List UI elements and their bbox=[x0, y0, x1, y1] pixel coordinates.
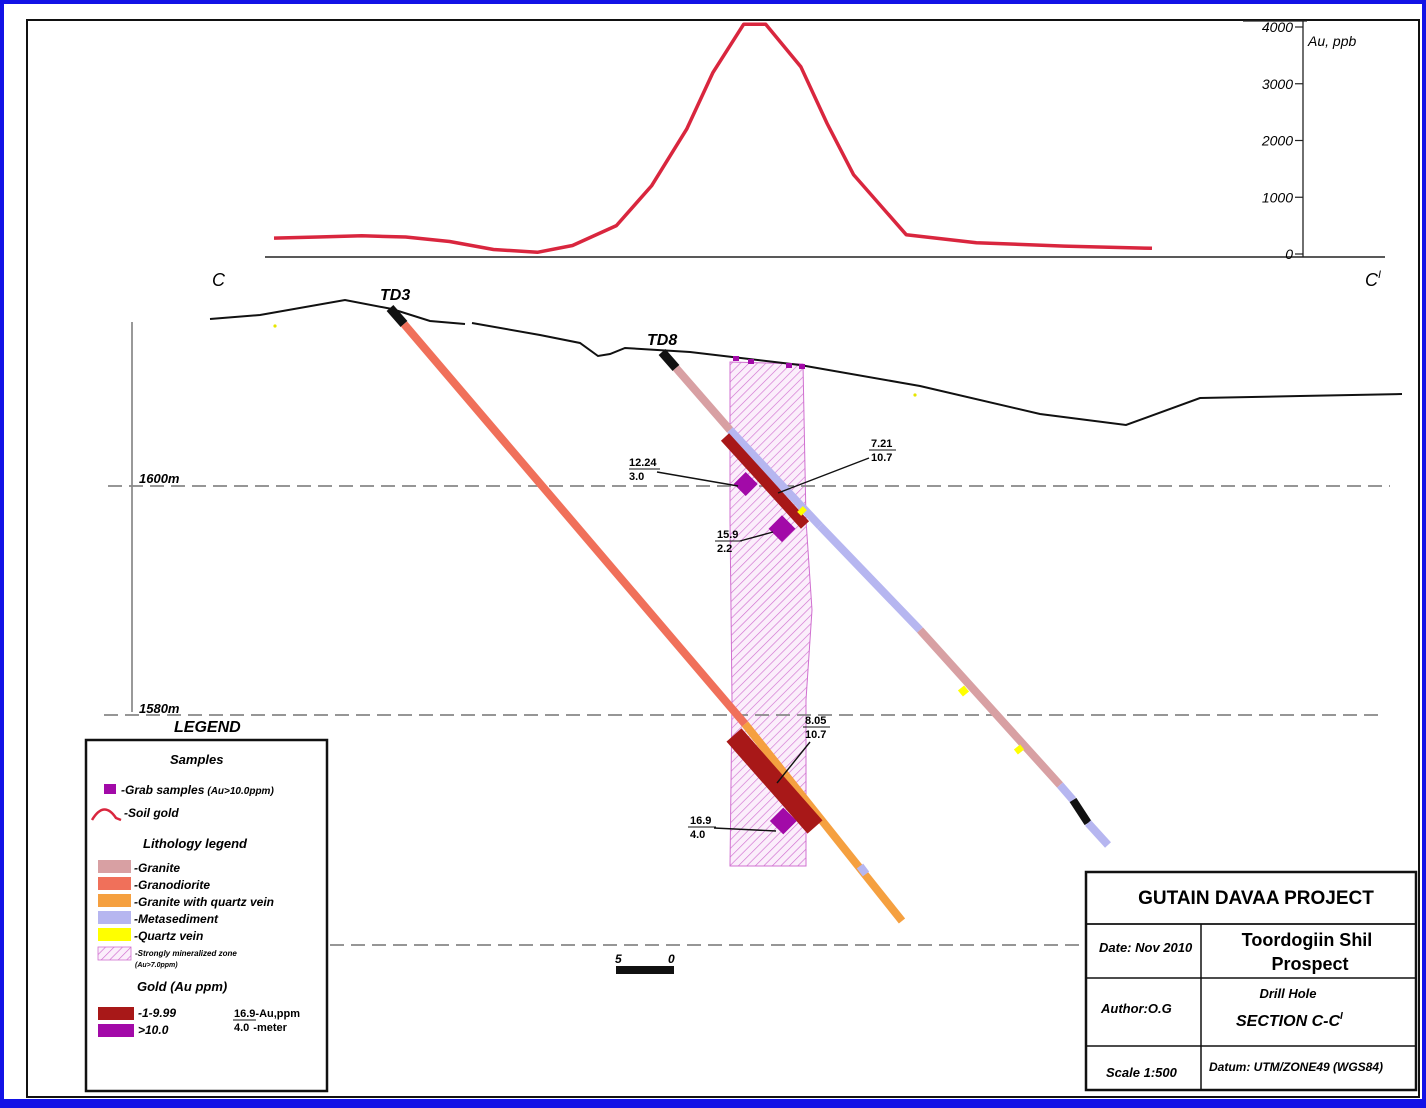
grab-sample-diamond bbox=[733, 471, 758, 497]
drill-hole-td3: TD3 bbox=[380, 287, 906, 924]
legend-quartz-vein: -Quartz vein bbox=[134, 929, 203, 943]
assay-label-12-24: 12.24 3.0 bbox=[629, 457, 739, 487]
project-title: GUTAIN DAVAA PROJECT bbox=[1138, 888, 1374, 909]
quartz-vein-swatch bbox=[98, 928, 131, 941]
gold-high-swatch bbox=[98, 1024, 134, 1037]
drill-hole-label-td8: TD8 bbox=[647, 332, 677, 349]
assay-label-15-9: 15.9 2.2 bbox=[715, 529, 774, 555]
svg-text:15.9: 15.9 bbox=[717, 529, 738, 541]
section-label-left: C bbox=[212, 270, 226, 290]
legend-granodiorite: -Granodiorite bbox=[134, 878, 210, 892]
grab-sample-swatch bbox=[104, 784, 116, 794]
map-frame bbox=[26, 19, 1420, 1098]
title-author: Author:O.G bbox=[1100, 1001, 1172, 1016]
scale-bar-right-label: 0 bbox=[668, 952, 675, 966]
profile-tick-label: 3000 bbox=[1262, 76, 1293, 92]
legend-grab-samples: -Grab samples(Au>10.0ppm) bbox=[121, 783, 274, 797]
legend-soil-gold: -Soil gold bbox=[124, 806, 179, 820]
surface-grab-samples bbox=[733, 356, 805, 369]
granite-quartz-swatch bbox=[98, 894, 131, 907]
title-datum: Datum: UTM/ZONE49 (WGS84) bbox=[1209, 1060, 1383, 1074]
grab-sample-marker bbox=[786, 363, 792, 368]
soil-gold-profile: 4000 3000 2000 1000 0 Au, ppb bbox=[265, 19, 1385, 262]
legend-title: LEGEND bbox=[174, 719, 241, 736]
assay-label-7-21: 7.21 10.7 bbox=[777, 438, 896, 494]
grab-sample-marker bbox=[799, 364, 805, 369]
legend-gold-high: >10.0 bbox=[138, 1023, 169, 1037]
svg-text:16.9: 16.9 bbox=[690, 815, 711, 827]
title-block: GUTAIN DAVAA PROJECT Date: Nov 2010 Toor… bbox=[1084, 870, 1418, 1092]
elevation-label-1600: 1600m bbox=[139, 471, 180, 486]
title-scale: Scale 1:500 bbox=[1106, 1065, 1178, 1080]
elevation-label-1580: 1580m bbox=[139, 701, 180, 716]
svg-text:10.7: 10.7 bbox=[871, 452, 892, 464]
assay-annotations: 12.24 3.0 7.21 10.7 15.9 2.2 8.05 10.7 1… bbox=[629, 438, 896, 841]
soil-gold-swatch bbox=[90, 808, 122, 822]
legend-example-au: 16.9-Au,ppm bbox=[234, 1008, 300, 1020]
metasediment-swatch bbox=[98, 911, 131, 924]
scale-bar-left-label: 5 bbox=[615, 952, 622, 966]
mineralized-zone-swatch bbox=[97, 946, 132, 961]
svg-text:4.0: 4.0 bbox=[690, 829, 705, 841]
profile-tick-label: 1000 bbox=[1262, 189, 1293, 205]
prospect-name-line2: Prospect bbox=[1271, 954, 1348, 974]
legend-example-m: 4.0-meter bbox=[234, 1022, 288, 1034]
legend-samples-heading: Samples bbox=[170, 752, 223, 767]
profile-tick-label: 2000 bbox=[1261, 133, 1293, 149]
legend-granite-quartz: -Granite with quartz vein bbox=[134, 895, 274, 909]
svg-text:10.7: 10.7 bbox=[805, 729, 826, 741]
profile-tick-label: 0 bbox=[1285, 246, 1293, 262]
title-drill-hole: Drill Hole bbox=[1259, 986, 1316, 1001]
legend-gold-heading: Gold (Au ppm) bbox=[137, 979, 227, 994]
legend-box: Samples -Grab samples(Au>10.0ppm) -Soil … bbox=[84, 738, 329, 1093]
assay-label-16-9: 16.9 4.0 bbox=[688, 815, 777, 841]
svg-text:8.05: 8.05 bbox=[805, 715, 826, 727]
legend-mineralized-zone-note: (Au>7.0ppm) bbox=[135, 962, 178, 969]
topography-line bbox=[209, 298, 1403, 427]
svg-text:7.21: 7.21 bbox=[871, 438, 892, 450]
assay-label-8-05: 8.05 10.7 bbox=[776, 715, 830, 784]
profile-axis-label: Au, ppb bbox=[1307, 33, 1356, 49]
legend-metasediment: -Metasediment bbox=[134, 912, 219, 926]
svg-text:12.24: 12.24 bbox=[629, 457, 657, 469]
prospect-name-line1: Toordogiin Shil bbox=[1242, 930, 1373, 950]
legend-granite: -Granite bbox=[134, 861, 180, 875]
svg-text:3.0: 3.0 bbox=[629, 471, 644, 483]
soil-gold-curve bbox=[273, 22, 1153, 255]
legend-mineralized-zone: -Strongly mineralized zone bbox=[135, 949, 237, 958]
scale-bar: 5 0 bbox=[615, 952, 675, 974]
granodiorite-swatch bbox=[98, 877, 131, 890]
gold-low-swatch bbox=[98, 1007, 134, 1020]
svg-text:2.2: 2.2 bbox=[717, 543, 732, 555]
legend-gold-low: -1-9.99 bbox=[138, 1006, 176, 1020]
title-date: Date: Nov 2010 bbox=[1099, 940, 1193, 955]
title-section: SECTION C-CI bbox=[1236, 1011, 1343, 1030]
section-label-right: CI bbox=[1365, 269, 1381, 290]
grab-sample-marker bbox=[733, 356, 739, 361]
granite-swatch bbox=[98, 860, 131, 873]
drill-hole-label-td3: TD3 bbox=[380, 287, 410, 304]
drill-hole-td8: TD8 bbox=[647, 332, 1111, 848]
grab-sample-marker bbox=[748, 359, 754, 364]
legend-lithology-heading: Lithology legend bbox=[143, 836, 248, 851]
profile-tick-label: 4000 bbox=[1262, 19, 1293, 35]
